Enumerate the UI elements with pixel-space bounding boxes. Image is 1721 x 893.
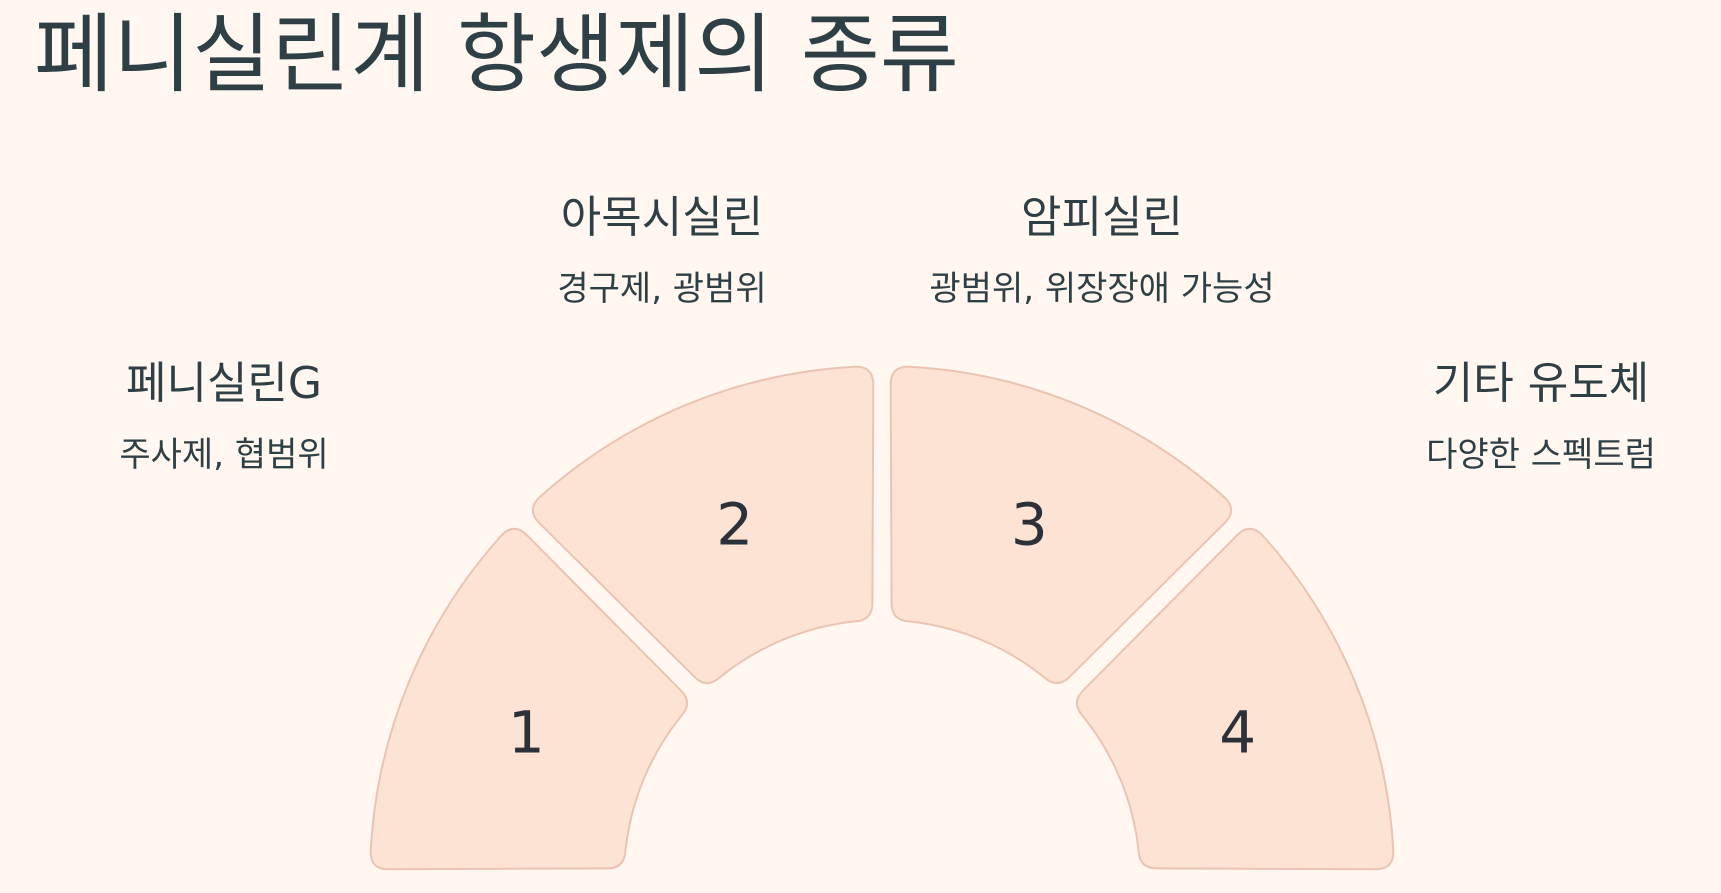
segment-2: [531, 365, 875, 685]
label-item-4: 기타 유도체 다양한 스펙트럼: [1426, 358, 1656, 476]
segment-3-number: 3: [1011, 490, 1048, 558]
segment-4: [1075, 527, 1395, 871]
item-4-desc: 다양한 스펙트럼: [1426, 434, 1656, 475]
page-title: 페니실린계 항생제의 종류: [34, 5, 959, 105]
segment-1-number: 1: [508, 699, 545, 767]
segment-1: [369, 527, 689, 871]
label-item-3: 암피실린 광범위, 위장장애 가능성: [929, 192, 1274, 310]
item-2-name: 아목시실린: [560, 192, 764, 243]
label-item-1: 페니실린G 주사제, 협범위: [119, 358, 328, 476]
item-1-desc: 주사제, 협범위: [119, 434, 329, 475]
item-4-name: 기타 유도체: [1432, 358, 1650, 409]
segment-3: [889, 365, 1233, 685]
item-3-name: 암피실린: [1021, 192, 1183, 243]
item-2-desc: 경구제, 광범위: [557, 268, 767, 309]
segment-4-number: 4: [1219, 699, 1256, 767]
label-item-2: 아목시실린 경구제, 광범위: [557, 192, 766, 310]
item-3-desc: 광범위, 위장장애 가능성: [929, 268, 1275, 309]
item-1-name: 페니실린G: [125, 358, 323, 409]
segment-2-number: 2: [716, 490, 753, 558]
